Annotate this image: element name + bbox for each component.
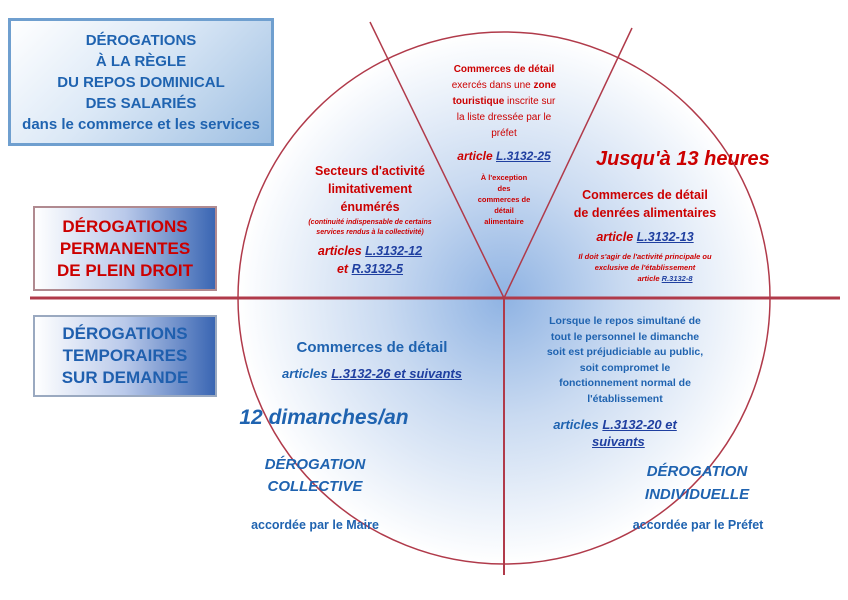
food-ref: article L.3132-13 (545, 228, 745, 246)
sectors-title-1: Secteurs d'activité (315, 164, 425, 178)
individual-label: DÉROGATION INDIVIDUELLE (612, 460, 782, 506)
food-ref-link[interactable]: L.3132-13 (636, 230, 694, 244)
sectors-ref-joiner: et (336, 262, 349, 276)
title-line-4: DES SALARIÉS (85, 94, 197, 112)
sectors-note-2: services rendus à la collectivité) (316, 229, 424, 236)
temporary-label-box: DÉROGATIONS TEMPORAIRES SUR DEMANDE (33, 315, 217, 397)
title-line-2: À LA RÈGLE (95, 52, 187, 70)
individual-label-2: INDIVIDUELLE (644, 486, 750, 503)
collective-label: DÉROGATION COLLECTIVE (240, 454, 390, 498)
tourist-ref-prefix: article (457, 149, 493, 163)
individual-text-2: tout le personnel le dimanche (550, 330, 700, 343)
individual-ref-line-1: articles L.3132-20 et (530, 416, 700, 433)
tourist-line-2: exercés dans une zone (422, 78, 586, 94)
food-note: Il doit s'agir de l'activité principale … (545, 251, 745, 273)
food-title-2: de denrées alimentaires (573, 206, 717, 220)
individual-text-5: fonctionnement normal de (559, 377, 691, 389)
title-line-3: DU REPOS DOMINICAL (57, 73, 225, 91)
individual-block: Lorsque le repos simultané de tout le pe… (520, 314, 730, 407)
food-note-ref-link[interactable]: R.3132-8 (661, 274, 693, 283)
sectors-ref-1-link[interactable]: L.3132-12 (365, 244, 423, 258)
collective-title: Commerces de détail (296, 339, 448, 356)
permanent-label-box: DÉROGATIONS PERMANENTES DE PLEIN DROIT (33, 206, 217, 291)
sectors-ref-line-2: et R.3132-5 (270, 260, 470, 278)
tourist-exception-3: commerces de (477, 195, 531, 204)
collective-count: 12 dimanches/an (239, 406, 409, 429)
sectors-block: Secteurs d'activité limitativement énumé… (270, 162, 470, 278)
tourist-exception-2: des (497, 184, 511, 193)
temporary-line-1: DÉROGATIONS (62, 324, 188, 343)
individual-text-4: soit compromet le (579, 361, 671, 374)
sectors-ref-prefix: articles (317, 244, 362, 258)
food-title-1: Commerces de détail (582, 188, 708, 202)
individual-ref: articles L.3132-20 et suivants (530, 416, 700, 450)
tourist-line-5: préfet (491, 128, 517, 139)
tourist-line-1: Commerces de détail (453, 64, 555, 75)
collective-label-1: DÉROGATION (264, 456, 366, 473)
title-line-5: dans le commerce et les services (22, 115, 260, 133)
individual-text-1: Lorsque le repos simultané de (549, 315, 701, 327)
collective-ref-link[interactable]: L.3132-26 et suivants (331, 366, 462, 381)
sectors-ref-2-link[interactable]: R.3132-5 (351, 262, 404, 276)
permanent-line-3: DE PLEIN DROIT (56, 260, 193, 280)
collective-ref-prefix: articles (282, 366, 328, 381)
title-box: DÉROGATIONS À LA RÈGLE DU REPOS DOMINICA… (8, 18, 274, 146)
food-note-1: Il doit s'agir de l'activité principale … (578, 252, 712, 261)
tourist-exception-1: À l'exception (480, 173, 528, 182)
temporary-line-2: TEMPORAIRES (62, 346, 188, 365)
individual-text-3: soit est préjudiciable au public, (546, 346, 704, 358)
tourist-line-3b: inscrite sur (504, 96, 556, 107)
tourist-block: Commerces de détail exercés dans une zon… (422, 62, 586, 227)
food-headline: Jusqu'à 13 heures (596, 148, 770, 170)
tourist-line-3: touristique inscrite sur (422, 94, 586, 110)
food-note-ref-prefix: article (637, 274, 660, 283)
collective-label-2: COLLECTIVE (267, 478, 363, 495)
left-sector-divider (369, 21, 505, 299)
sectors-title-2: limitativement (327, 182, 413, 196)
title-line-1: DÉROGATIONS (85, 31, 197, 49)
permanent-line-1: DÉROGATIONS (62, 216, 188, 236)
individual-ref-link-2[interactable]: suivants (592, 434, 645, 449)
permanent-line-2: PERMANENTES (59, 238, 191, 258)
food-block: Commerces de détail de denrées alimentai… (545, 186, 745, 284)
temporary-line-3: SUR DEMANDE (61, 368, 189, 387)
sectors-note-1: (continuité indispensable de certains (308, 219, 432, 226)
tourist-ref: article L.3132-25 (422, 148, 586, 164)
right-sector-divider (503, 27, 633, 299)
individual-ref-link-1[interactable]: L.3132-20 et (602, 417, 677, 432)
food-note-ref: article R.3132-8 (545, 273, 745, 284)
individual-label-1: DÉROGATION (646, 463, 748, 480)
tourist-exception: À l'exception des commerces de détail al… (422, 172, 586, 227)
collective-ref: articles L.3132-26 et suivants (250, 366, 494, 381)
tourist-exception-4: détail (494, 206, 514, 215)
sectors-note: (continuité indispensable de certains se… (270, 218, 470, 238)
food-note-2: exclusive de l'établissement (594, 263, 696, 272)
individual-ref-prefix: articles (553, 417, 599, 432)
individual-granted: accordée par le Préfet (632, 518, 764, 532)
individual-ref-line-2: suivants (530, 433, 700, 450)
sectors-ref-line-1: articles L.3132-12 (270, 242, 470, 260)
tourist-ref-link[interactable]: L.3132-25 (496, 149, 551, 163)
tourist-line-2a: exercés dans une (451, 80, 534, 91)
collective-granted: accordée par le Maire (251, 518, 379, 532)
sectors-title-3: énumérés (340, 200, 400, 214)
individual-text-6: l'établissement (587, 392, 663, 405)
tourist-line-4: la liste dressée par le (456, 112, 552, 123)
food-ref-prefix: article (596, 230, 634, 244)
tourist-line-3a: touristique (452, 96, 505, 107)
tourist-line-2b: zone (533, 80, 557, 91)
tourist-exception-5: alimentaire (484, 217, 524, 226)
